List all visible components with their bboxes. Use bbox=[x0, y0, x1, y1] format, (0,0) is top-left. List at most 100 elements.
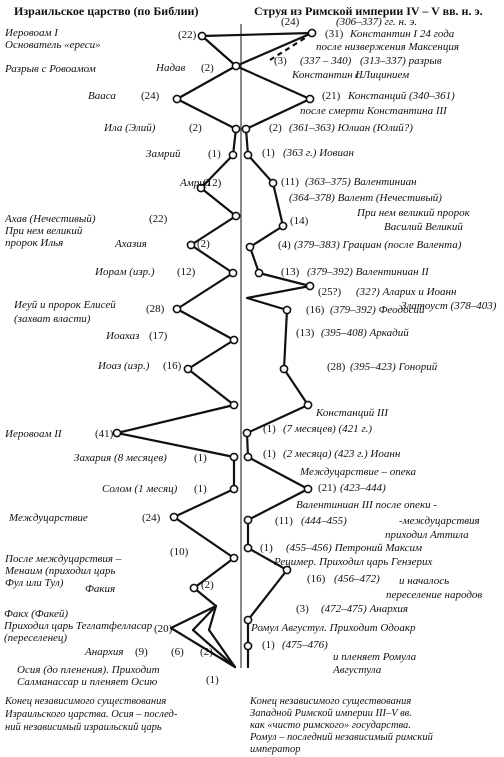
right-item-21: (1)(475–476)Ромул Августул. Приходит Одо… bbox=[250, 622, 417, 676]
right-item-16: (21)(423–444)Междуцарствие – опека bbox=[299, 466, 417, 494]
right-item-4: (2)(361–363) Юлиан (Юлий?) bbox=[269, 122, 413, 134]
right-item-text: (7 месяцев) (421 г.) bbox=[283, 423, 372, 435]
footer-left-line: ний независимый израильский царь bbox=[5, 722, 162, 733]
node-markers bbox=[112, 28, 317, 651]
left-item-years: (1) bbox=[194, 452, 207, 464]
right-item-years: (21) bbox=[318, 482, 337, 494]
node-marker bbox=[196, 183, 206, 193]
left-item-years: (2) bbox=[197, 238, 210, 250]
node-marker bbox=[243, 641, 253, 651]
right-item-5: (1) (363 г.) Иовиан bbox=[262, 147, 354, 159]
left-item-years: (24) bbox=[142, 512, 161, 524]
right-item-note: Валентиниан III после опеки - bbox=[296, 499, 437, 511]
right-item-text: (379–383) Грациан (после Валента) bbox=[294, 239, 462, 251]
left-fan-line-b bbox=[191, 604, 218, 632]
left-item-label: Иеровоам I bbox=[4, 27, 59, 39]
node-marker bbox=[282, 305, 292, 315]
right-item-years: (24) bbox=[281, 16, 300, 28]
right-item-17: (11)(444–455)Валентиниан III после опеки… bbox=[275, 499, 480, 541]
right-item-text: (444–455) bbox=[301, 515, 347, 527]
left-fan-line-f bbox=[207, 628, 237, 669]
right-item-0: (24)(306–337) гг. н. э. bbox=[281, 16, 417, 28]
top-link-line bbox=[200, 31, 314, 38]
right-item-text: (337 – 340) bbox=[300, 55, 352, 67]
left-item-label: После междуцарствия – bbox=[4, 553, 122, 565]
left-item-18: Факия (2) bbox=[85, 579, 214, 595]
left-item-label: Осия (до пленения). Приходит bbox=[17, 664, 160, 676]
right-item-9: (13)(379–392) Валентиниан II bbox=[281, 266, 430, 278]
left-item-years: (20) bbox=[154, 623, 173, 635]
left-item-13: Иеровоам II(41) bbox=[4, 428, 114, 440]
right-item-sub: При нем великий пророк bbox=[356, 207, 471, 219]
right-item-years: (14) bbox=[290, 215, 309, 227]
right-item-sub: с Лицинием bbox=[355, 69, 409, 81]
left-item-years: (9) bbox=[135, 646, 148, 658]
left-item-years: (2) bbox=[201, 62, 214, 74]
left-item-years: (24) bbox=[141, 90, 160, 102]
left-item-3: Вааса(24) bbox=[88, 90, 160, 102]
right-item-text: (472–475) Анархия bbox=[321, 603, 408, 615]
left-item-note: Разрыв с Ровоамом bbox=[4, 63, 96, 75]
right-item-sub: приходил Аттила bbox=[385, 529, 469, 541]
right-item-years: (13) bbox=[281, 266, 300, 278]
right-item-text: (395–423) Гонорий bbox=[350, 361, 438, 373]
right-item-years: (16) bbox=[307, 573, 326, 585]
left-item-label: Факия bbox=[85, 583, 115, 595]
left-item-label: Ила (Элий) bbox=[103, 122, 156, 134]
right-item-text: (363 г.) Иовиан bbox=[283, 147, 354, 159]
left-item-label: Приходил царь Теглатфелласар bbox=[3, 620, 153, 632]
right-item-sub: -междуцарствия bbox=[399, 515, 480, 527]
left-item-6: Амрий(12) bbox=[179, 177, 222, 189]
right-item-text: (379–392) Феодосий bbox=[330, 304, 425, 316]
right-item-years: (1) bbox=[263, 423, 276, 435]
left-item-label: Факх (Факей) bbox=[4, 608, 68, 620]
right-item-years: (11) bbox=[281, 176, 299, 188]
node-marker bbox=[241, 124, 251, 134]
right-item-12: (13)(395–408) Аркадий bbox=[296, 327, 409, 339]
left-item-5: Замрий(1) bbox=[146, 148, 221, 160]
left-item-label: Менаим (приходил царь bbox=[4, 565, 116, 577]
node-marker bbox=[243, 515, 253, 525]
node-marker bbox=[242, 428, 252, 438]
right-item-years: (21) bbox=[322, 90, 341, 102]
right-item-text: (455–456) Петроний Максим bbox=[286, 542, 422, 554]
left-item-label: Салманассар и пленяет Осию bbox=[17, 676, 157, 688]
right-item-note: Констанций III bbox=[315, 407, 389, 419]
left-item-20: Анархия(9)(6)(2) bbox=[84, 646, 213, 658]
node-marker bbox=[229, 400, 239, 410]
right-item-13: (28)(395–423) Гонорий bbox=[327, 361, 438, 373]
left-item-label: Иорам (изр.) bbox=[94, 266, 155, 278]
left-item-years-extra: (6) bbox=[171, 646, 184, 658]
node-marker bbox=[172, 304, 182, 314]
left-item-years: (41) bbox=[95, 428, 114, 440]
right-item-sub: и началось bbox=[399, 575, 449, 587]
right-item-sub: переселение народов bbox=[386, 589, 482, 601]
left-item-label: Надав bbox=[155, 62, 186, 74]
node-marker bbox=[282, 565, 292, 575]
right-item-sub: после низвержения Максенция bbox=[316, 41, 459, 53]
node-marker bbox=[183, 364, 193, 374]
left-item-14: Захария (8 месяцев)(1) bbox=[74, 452, 207, 464]
node-marker bbox=[243, 543, 253, 553]
left-item-years: (2) bbox=[201, 579, 214, 591]
node-marker bbox=[245, 242, 255, 252]
footer-left: Конец независимого существованияИзраильс… bbox=[4, 696, 178, 733]
node-marker bbox=[228, 150, 238, 160]
right-item-years: (1) bbox=[262, 147, 275, 159]
left-item-12: Иоаз (изр.)(16) bbox=[97, 360, 182, 372]
left-item-label: Анархия bbox=[84, 646, 123, 658]
footer-right-line: император bbox=[250, 744, 300, 755]
node-marker bbox=[172, 94, 182, 104]
node-marker bbox=[279, 364, 289, 374]
right-item-years: (1) bbox=[262, 639, 275, 651]
right-item-text: (363–375) Валентиниан bbox=[305, 176, 417, 188]
left-item-label: (переселенец) bbox=[4, 632, 67, 644]
node-marker bbox=[197, 31, 207, 41]
right-labels: (24)(306–337) гг. н. э.(31)Константин I … bbox=[250, 16, 497, 676]
